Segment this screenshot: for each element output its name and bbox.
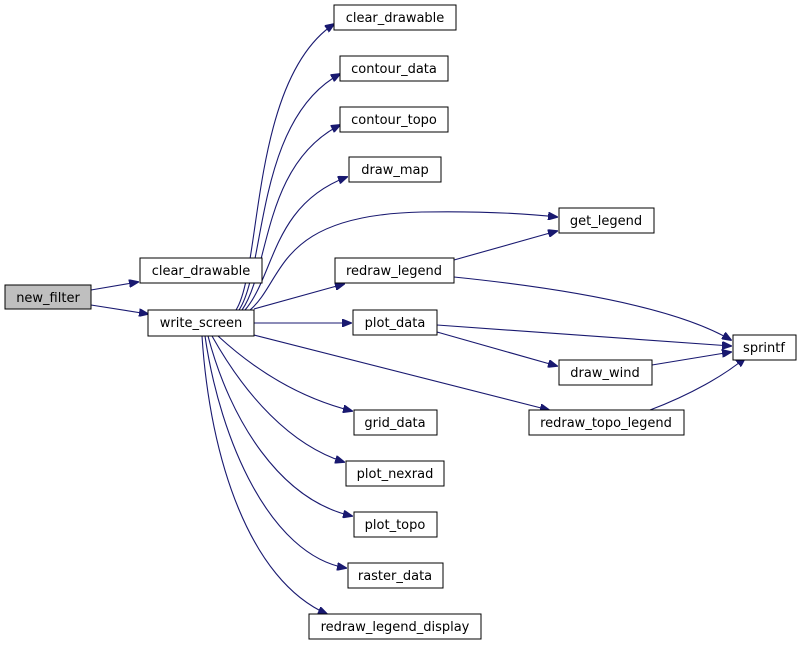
edge-redraw_topo_legend-sprintf <box>649 358 745 411</box>
node-box <box>347 562 444 589</box>
node-box <box>139 257 263 284</box>
node-contour_data[interactable]: contour_data <box>339 55 449 82</box>
node-sprintf[interactable]: sprintf <box>732 334 797 361</box>
edge-write_screen-get_legend <box>249 211 557 311</box>
nodes: new_filter clear_drawable write_screen c… <box>4 4 797 640</box>
node-box <box>339 106 449 133</box>
node-box <box>345 460 445 487</box>
node-redraw_legend[interactable]: redraw_legend <box>334 257 455 284</box>
node-label: clear_drawable <box>346 11 445 26</box>
edge-plot_data-sprintf <box>436 324 731 346</box>
edge-write_screen-raster_data <box>204 335 346 568</box>
node-label: clear_drawable <box>152 264 251 279</box>
edge-write_screen-contour_topo <box>241 125 340 311</box>
node-write_screen[interactable]: write_screen <box>147 309 255 337</box>
node-label: get_legend <box>570 214 642 229</box>
node-label: plot_topo <box>365 518 426 533</box>
node-raster_data[interactable]: raster_data <box>347 562 444 589</box>
node-label: grid_data <box>364 416 425 431</box>
edge-write_screen-grid_data <box>217 335 352 411</box>
node-label: redraw_legend <box>346 264 442 279</box>
edge-write_screen-plot_topo <box>207 335 352 516</box>
node-box <box>353 511 438 538</box>
node-plot_nexrad[interactable]: plot_nexrad <box>345 460 445 487</box>
node-label: sprintf <box>743 341 785 356</box>
node-label: draw_map <box>361 163 429 178</box>
node-label: contour_data <box>351 62 437 77</box>
node-label: redraw_legend_display <box>321 620 470 635</box>
node-plot_topo[interactable]: plot_topo <box>353 511 438 538</box>
node-label: plot_nexrad <box>357 467 434 482</box>
edge-write_screen-clear_drawable <box>235 24 334 311</box>
node-label: redraw_topo_legend <box>540 416 672 431</box>
edge-plot_data-draw_wind <box>436 331 557 366</box>
edge-new_filter-clear_drawable <box>90 282 138 291</box>
edge-write_screen-plot_nexrad <box>211 335 344 462</box>
node-box <box>528 409 685 436</box>
node-box <box>4 284 92 310</box>
edge-write_screen-redraw_legend_display <box>201 335 327 614</box>
node-contour_topo[interactable]: contour_topo <box>339 106 449 133</box>
node-new_filter[interactable]: new_filter <box>4 284 92 310</box>
node-label: plot_data <box>365 316 426 331</box>
node-box <box>348 156 442 183</box>
node-box <box>339 55 449 82</box>
edge-draw_wind-sprintf <box>651 352 731 366</box>
edge-write_screen-contour_data <box>238 74 340 311</box>
node-redraw_topo_legend[interactable]: redraw_topo_legend <box>528 409 685 436</box>
node-plot_data[interactable]: plot_data <box>352 309 438 336</box>
node-clear_drawable[interactable]: clear_drawable <box>139 257 263 284</box>
node-clear_drawable[interactable]: clear_drawable <box>333 4 457 31</box>
node-label: draw_wind <box>570 366 639 381</box>
edges <box>90 24 745 614</box>
edge-new_filter-write_screen <box>90 304 148 314</box>
node-box <box>308 613 482 640</box>
node-draw_wind[interactable]: draw_wind <box>558 359 653 386</box>
node-get_legend[interactable]: get_legend <box>558 207 655 234</box>
node-box <box>147 309 255 337</box>
node-draw_map[interactable]: draw_map <box>348 156 442 183</box>
node-label: write_screen <box>160 316 242 331</box>
node-box <box>334 257 455 284</box>
edge-write_screen-redraw_legend <box>253 284 344 310</box>
node-label: new_filter <box>16 291 80 306</box>
edge-write_screen-redraw_topo_legend <box>253 334 549 410</box>
node-box <box>352 309 438 336</box>
node-box <box>333 4 457 31</box>
edge-redraw_legend-get_legend <box>453 231 557 261</box>
node-box <box>558 359 653 386</box>
edge-write_screen-draw_map <box>244 177 347 311</box>
node-box <box>732 334 797 361</box>
node-label: contour_topo <box>351 113 437 128</box>
node-grid_data[interactable]: grid_data <box>353 409 438 436</box>
node-box <box>558 207 655 234</box>
node-redraw_legend_display[interactable]: redraw_legend_display <box>308 613 482 640</box>
node-label: raster_data <box>358 569 432 584</box>
node-box <box>353 409 438 436</box>
edge-redraw_legend-sprintf <box>453 276 731 340</box>
